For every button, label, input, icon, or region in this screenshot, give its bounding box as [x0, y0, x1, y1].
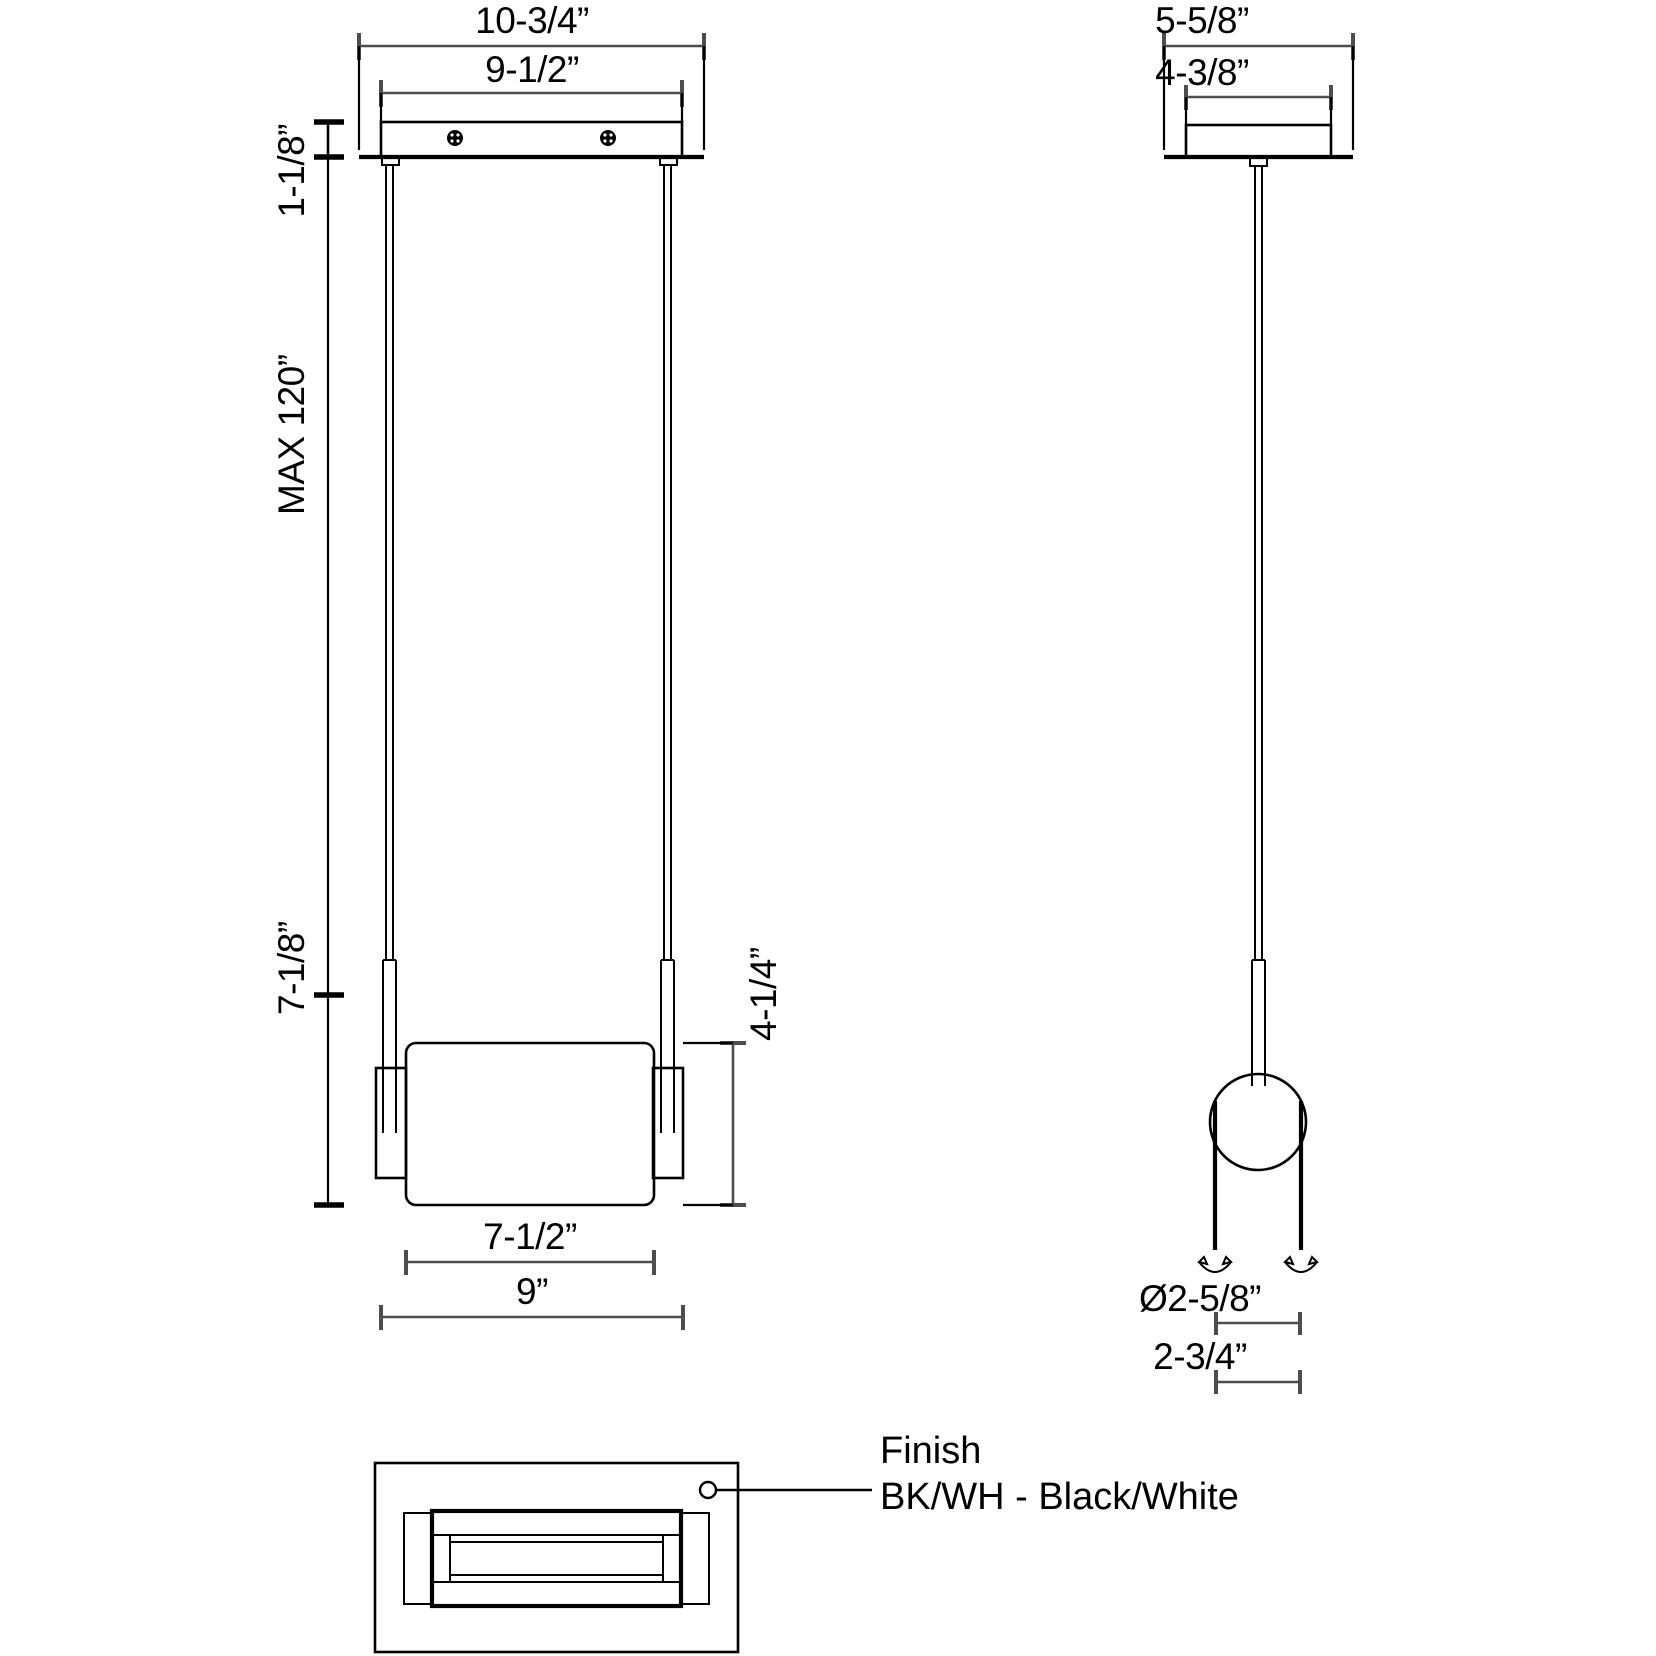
dim-arc-arrow-left [1197, 1255, 1233, 1273]
dim-label-canopy-overall-depth: 5-5/8” [1155, 0, 1249, 41]
plan-outer-frame [373, 1461, 740, 1654]
dim-label-overall-width: 9” [516, 1271, 548, 1312]
dim-label-shade-width: 7-1/2” [483, 1216, 577, 1257]
dim-overall-width [379, 1305, 685, 1330]
dim-bracket-width [1214, 1370, 1302, 1394]
finish-leader [698, 1480, 872, 1500]
canopy-screw-right [600, 130, 616, 146]
dim-label-canopy-body-depth: 4-3/8” [1155, 52, 1249, 93]
extension-lines-top [357, 46, 706, 150]
dim-label-globe-diameter: Ø2-5/8” [1139, 1278, 1261, 1319]
plan-endcap-right [680, 1512, 710, 1605]
dim-arc-arrow-right [1283, 1255, 1319, 1273]
side-bracket-arms [1212, 1101, 1304, 1250]
dim-canopy-height [314, 119, 344, 1205]
plan-inner-block-left [431, 1534, 451, 1583]
dim-label-fixture-drop: 7-1/8” [271, 921, 312, 1015]
plan-endcap-left [403, 1512, 433, 1605]
side-suspension-cord [1249, 157, 1268, 1086]
dim-label-canopy-height: 1-1/8” [271, 124, 312, 218]
dim-label-shade-height: 4-1/4” [743, 947, 784, 1041]
finish-callout-label: Finish [880, 1430, 982, 1472]
side-canopy-body [1184, 123, 1333, 159]
canopy-body [379, 120, 684, 159]
canopy-screw-left [447, 130, 463, 146]
dim-shade-height [683, 1041, 746, 1207]
dim-label-max-drop: MAX 120” [271, 354, 312, 515]
dim-globe-diameter [1214, 1312, 1302, 1335]
dim-label-canopy-body-width: 9-1/2” [485, 49, 579, 90]
dim-label-canopy-overall-width: 10-3/4” [475, 0, 589, 41]
suspension-cord-right [651, 157, 685, 1180]
shade-body [404, 1041, 656, 1207]
dim-label-bracket-width: 2-3/4” [1153, 1336, 1247, 1377]
side-globe [1208, 1072, 1308, 1172]
suspension-cord-left [374, 157, 408, 1180]
dim-shade-width [404, 1250, 656, 1275]
extension-lines-side-top [1162, 46, 1355, 150]
plan-body [429, 1508, 684, 1609]
stem-cap-left [374, 1066, 408, 1180]
stem-cap-right [651, 1066, 685, 1180]
finish-callout-options: BK/WH - Black/White [880, 1476, 1239, 1518]
plan-inner-block-right [662, 1534, 682, 1583]
